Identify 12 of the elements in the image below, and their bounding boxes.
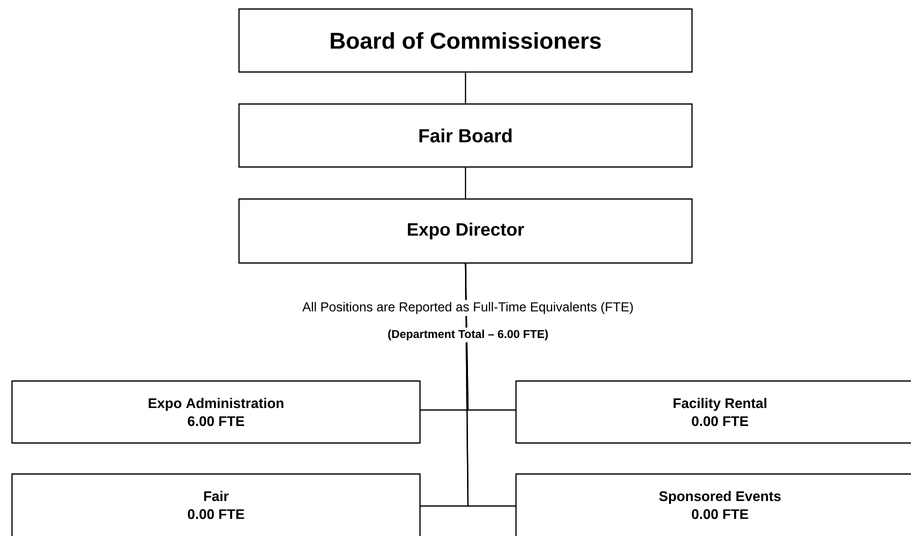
position-box: Sponsored Events 0.00 FTE <box>515 473 911 536</box>
position-box: Facility Rental 0.00 FTE <box>515 380 911 444</box>
connector-line <box>464 72 466 104</box>
connector-line <box>464 264 516 507</box>
position-box: Fair 0.00 FTE <box>11 473 421 536</box>
note-text: (Department Total – 6.00 FTE) <box>386 328 550 342</box>
connector-line <box>464 168 466 198</box>
note-text: All Positions are Reported as Full-Time Equivalents (FTE) <box>300 300 636 316</box>
position-box: Expo Director <box>238 198 693 264</box>
position-box: Board of Commissioners <box>238 8 693 73</box>
position-box: Fair Board <box>238 103 693 168</box>
position-box: Expo Administration 6.00 FTE <box>11 380 421 444</box>
